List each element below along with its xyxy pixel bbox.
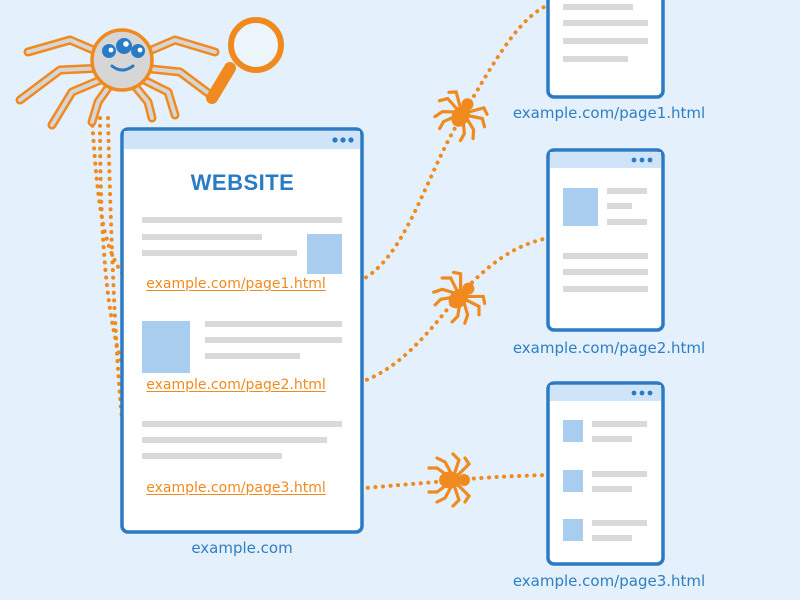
text-line <box>142 421 342 427</box>
text-line <box>205 321 342 327</box>
link-page1[interactable]: example.com/page1.html <box>146 276 326 292</box>
image-placeholder <box>307 234 342 274</box>
page1-window <box>546 0 665 99</box>
page3-window <box>546 381 665 566</box>
link-path-3 <box>343 473 550 492</box>
page2-window <box>546 148 665 332</box>
spider-robot-icon <box>15 28 220 130</box>
link-page2[interactable]: example.com/page2.html <box>146 377 326 393</box>
website-window <box>120 127 364 534</box>
text-line <box>142 453 282 459</box>
text-line <box>142 437 327 443</box>
text-line <box>205 353 300 359</box>
link-path-2 <box>343 236 550 388</box>
link-path-1 <box>343 3 550 288</box>
link-page3[interactable]: example.com/page3.html <box>146 480 326 496</box>
text-line <box>142 217 342 223</box>
text-line <box>142 234 262 240</box>
text-line <box>142 250 297 256</box>
text-line <box>205 337 342 343</box>
image-placeholder <box>142 321 190 373</box>
website-domain-caption: example.com <box>191 539 293 557</box>
spider-icon <box>427 452 472 508</box>
page2-caption: example.com/page2.html <box>512 339 706 357</box>
website-title: WEBSITE <box>190 170 295 195</box>
page3-caption: example.com/page3.html <box>512 572 706 590</box>
page1-caption: example.com/page1.html <box>512 104 706 122</box>
magnifier-icon <box>206 17 284 104</box>
crawl-path-3 <box>106 116 133 490</box>
spider-icon <box>425 84 495 150</box>
